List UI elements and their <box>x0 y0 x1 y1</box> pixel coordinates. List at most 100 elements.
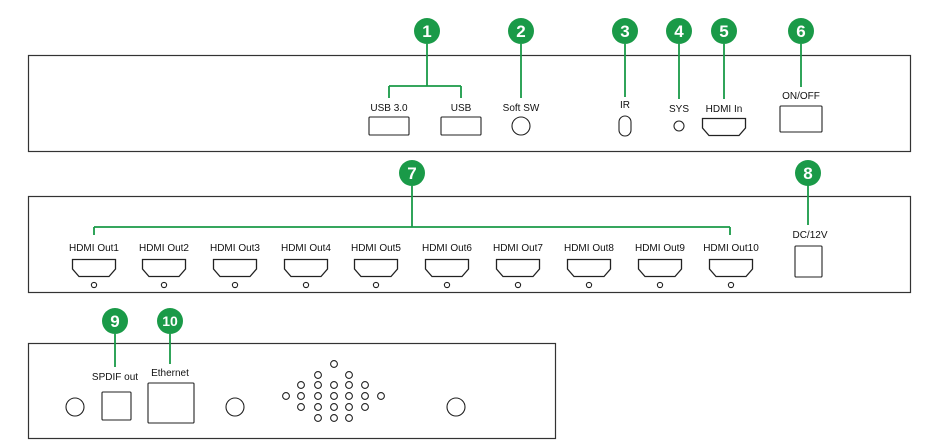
hdmi-output-label: HDMI Out9 <box>635 243 685 254</box>
screw-hole-icon <box>225 397 245 417</box>
led-indicator-icon <box>160 281 168 289</box>
hdmi-output-9: HDMI Out9 <box>635 243 685 289</box>
hdmi-output-label: HDMI Out1 <box>69 243 119 254</box>
vent-grille <box>282 360 385 422</box>
svg-text:9: 9 <box>110 312 119 331</box>
callout-badge-8: 8 <box>795 160 821 186</box>
rear-panel: HDMI Out1 HDMI Out2 HDMI Out3 HDMI Out4 … <box>27 160 912 294</box>
hdmi-port-icon <box>283 258 329 278</box>
svg-text:8: 8 <box>803 164 812 183</box>
led-indicator-icon <box>443 281 451 289</box>
front-panel: USB 3.0 USB Soft SW IR SYS HDMI In ON/OF… <box>27 18 912 153</box>
hdmi-in-label: HDMI In <box>706 104 743 115</box>
hdmi-port-icon <box>353 258 399 278</box>
vent-hole-icon <box>314 371 322 379</box>
usb-label: USB <box>451 103 472 114</box>
hdmi-port-icon <box>495 258 541 278</box>
dc-label: DC/12V <box>792 230 827 241</box>
callout-badge-4: 4 <box>666 18 692 44</box>
soft-sw-label: Soft SW <box>503 103 540 114</box>
screw-hole-icon <box>65 397 85 417</box>
vent-hole-icon <box>330 360 338 368</box>
led-indicator-icon <box>656 281 664 289</box>
vent-hole-icon <box>314 381 322 389</box>
svg-text:6: 6 <box>796 22 805 41</box>
callout-badge-6: 6 <box>788 18 814 44</box>
led-indicator-icon <box>372 281 380 289</box>
side-panel: SPDIF out Ethernet <box>27 308 557 440</box>
callout-badge-7: 7 <box>399 160 425 186</box>
hdmi-output-label: HDMI Out2 <box>139 243 189 254</box>
hdmi-output-label: HDMI Out6 <box>422 243 472 254</box>
hdmi-port-icon <box>566 258 612 278</box>
vent-hole-icon <box>297 381 305 389</box>
sys-label: SYS <box>669 104 689 115</box>
hdmi-port-icon <box>71 258 117 278</box>
hdmi-output-label: HDMI Out10 <box>703 243 759 254</box>
ir-label: IR <box>620 100 630 111</box>
usb-port-icon <box>440 116 482 136</box>
ethernet-port-icon <box>147 382 195 424</box>
svg-text:2: 2 <box>516 22 525 41</box>
led-indicator-icon <box>90 281 98 289</box>
hdmi-output-6: HDMI Out6 <box>422 243 472 289</box>
led-indicator-icon <box>585 281 593 289</box>
hdmi-port-icon <box>141 258 187 278</box>
ir-window-icon <box>618 115 632 137</box>
led-indicator-icon <box>302 281 310 289</box>
vent-hole-icon <box>297 403 305 411</box>
hdmi-port-icon <box>424 258 470 278</box>
callout-badge-9: 9 <box>102 308 128 334</box>
vent-hole-icon <box>361 392 369 400</box>
led-indicator-icon <box>727 281 735 289</box>
power-switch-icon <box>779 105 823 133</box>
svg-text:10: 10 <box>162 313 178 329</box>
hdmi-output-label: HDMI Out5 <box>351 243 401 254</box>
led-indicator-icon <box>231 281 239 289</box>
hdmi-output-10: HDMI Out10 <box>703 243 759 289</box>
vent-hole-icon <box>330 392 338 400</box>
callout-1-leader <box>388 44 462 98</box>
sys-led-icon <box>673 120 685 132</box>
hdmi-port-icon <box>212 258 258 278</box>
spdif-label: SPDIF out <box>92 372 138 383</box>
hdmi-port-icon <box>637 258 683 278</box>
hdmi-output-label: HDMI Out4 <box>281 243 331 254</box>
hdmi-output-label: HDMI Out7 <box>493 243 543 254</box>
vent-hole-icon <box>361 403 369 411</box>
hdmi-output-5: HDMI Out5 <box>351 243 401 289</box>
svg-text:7: 7 <box>407 164 416 183</box>
vent-hole-icon <box>345 371 353 379</box>
power-label: ON/OFF <box>782 91 820 102</box>
usb3-label: USB 3.0 <box>370 103 408 114</box>
vent-hole-icon <box>297 392 305 400</box>
usb3-port-icon <box>368 116 410 136</box>
callout-badge-5: 5 <box>711 18 737 44</box>
vent-hole-icon <box>314 403 322 411</box>
vent-hole-icon <box>330 381 338 389</box>
hdmi-output-2: HDMI Out2 <box>139 243 189 289</box>
vent-hole-icon <box>361 381 369 389</box>
vent-hole-icon <box>314 392 322 400</box>
hdmi-output-4: HDMI Out4 <box>281 243 331 289</box>
hdmi-output-7: HDMI Out7 <box>493 243 543 289</box>
vent-hole-icon <box>345 392 353 400</box>
led-indicator-icon <box>514 281 522 289</box>
vent-hole-icon <box>345 381 353 389</box>
vent-hole-icon <box>345 403 353 411</box>
hdmi-output-label: HDMI Out3 <box>210 243 260 254</box>
callout-badge-2: 2 <box>508 18 534 44</box>
hdmi-output-3: HDMI Out3 <box>210 243 260 289</box>
callout-badge-10: 10 <box>157 308 183 334</box>
svg-text:3: 3 <box>620 22 629 41</box>
vent-hole-icon <box>377 392 385 400</box>
callout-7-leader <box>93 186 731 235</box>
callout-badge-3: 3 <box>612 18 638 44</box>
hdmi-in-port-icon <box>701 117 747 137</box>
side-panel-outline <box>27 342 557 440</box>
spdif-port-icon <box>101 391 132 421</box>
vent-hole-icon <box>345 414 353 422</box>
vent-hole-icon <box>314 414 322 422</box>
vent-hole-icon <box>330 414 338 422</box>
